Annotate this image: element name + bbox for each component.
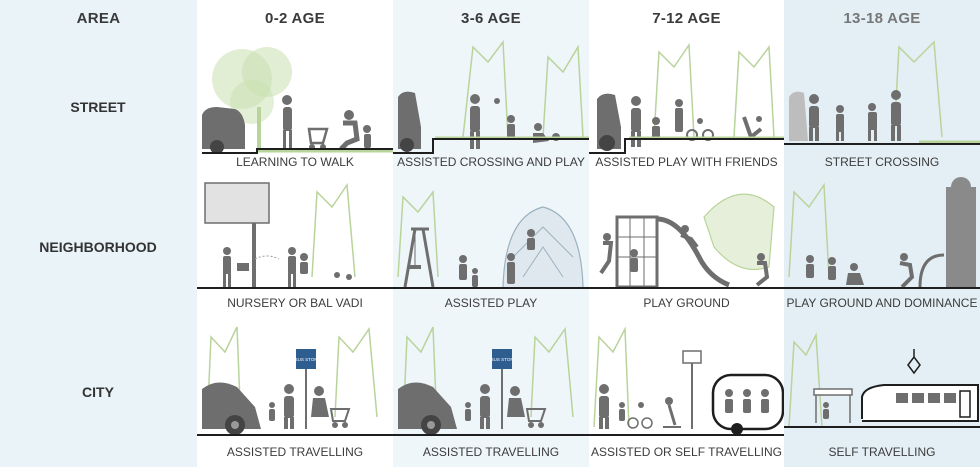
caption-play-ground-and-dominance: PLAY GROUND AND DOMINANCE [786, 296, 978, 310]
row-label-street: STREET [70, 99, 126, 115]
assisted-or-self-travelling-illustration [589, 326, 784, 436]
cell-neighborhood-0-2: NURSERY OR BAL VADI [197, 177, 393, 317]
header-age-3-6: 3-6 AGE [461, 10, 521, 27]
row-label-neighborhood: NEIGHBORHOOD [39, 239, 157, 255]
cell-street-7-12: ASSISTED PLAY WITH FRIENDS [589, 37, 784, 177]
caption-play-ground: PLAY GROUND [643, 296, 730, 310]
cell-city-13-18: SELF TRAVELLING [784, 317, 980, 467]
self-travelling-illustration [784, 332, 980, 428]
header-age-0-2: 0-2 AGE [265, 10, 325, 27]
caption-assisted-crossing-and-play: ASSISTED CROSSING AND PLAY [397, 155, 585, 169]
bus-stop-sign-label-2: BUS STOP [491, 357, 514, 362]
header-area: AREA [76, 10, 121, 27]
cell-city-7-12: ASSISTED OR SELF TRAVELLING [589, 317, 784, 467]
assisted-travelling-illustration: BUS STOP [197, 326, 393, 436]
assisted-play-illustration [393, 189, 589, 289]
caption-nursery-or-bal-vadi: NURSERY OR BAL VADI [227, 296, 363, 310]
caption-assisted-travelling-0-2: ASSISTED TRAVELLING [226, 445, 364, 459]
nursery-illustration [197, 182, 393, 289]
assisted-travelling-illustration-2: BUS STOP [393, 326, 589, 436]
row-label-city: CITY [82, 384, 114, 400]
cell-neighborhood-7-12: PLAY GROUND [589, 177, 784, 317]
cell-street-0-2: LEARNING TO WALK [197, 37, 393, 177]
cell-neighborhood-13-18: PLAY GROUND AND DOMINANCE [784, 177, 980, 317]
assisted-play-friends-illustration [589, 42, 784, 154]
play-ground-illustration [589, 193, 784, 289]
play-ground-dominance-illustration [784, 177, 980, 289]
cell-city-3-6: BUS STOP ASSISTED TRAVELLING [393, 317, 589, 467]
caption-assisted-or-self-travelling: ASSISTED OR SELF TRAVELLING [591, 445, 782, 459]
area-column-bg [0, 0, 197, 467]
caption-assisted-travelling-3-6: ASSISTED TRAVELLING [422, 445, 560, 459]
header-age-7-12: 7-12 AGE [652, 10, 721, 27]
caption-learning-to-walk: LEARNING TO WALK [236, 155, 354, 169]
cell-city-0-2: BUS STOP ASSISTED TRAVELLING [197, 317, 393, 467]
cell-neighborhood-3-6: ASSISTED PLAY [393, 177, 589, 317]
cell-street-3-6: ASSISTED CROSSING AND PLAY [393, 37, 589, 177]
caption-street-crossing: STREET CROSSING [824, 155, 940, 169]
caption-assisted-play: ASSISTED PLAY [444, 296, 538, 310]
learning-to-walk-illustration [202, 47, 393, 154]
cell-street-13-18: STREET CROSSING [784, 37, 980, 177]
caption-assisted-play-with-friends: ASSISTED PLAY WITH FRIENDS [595, 155, 778, 169]
caption-self-travelling: SELF TRAVELLING [828, 445, 936, 459]
assisted-crossing-illustration [393, 39, 589, 154]
bus-stop-sign-label: BUS STOP [295, 357, 318, 362]
header-age-13-18: 13-18 AGE [843, 10, 921, 27]
street-crossing-illustration [784, 40, 980, 145]
